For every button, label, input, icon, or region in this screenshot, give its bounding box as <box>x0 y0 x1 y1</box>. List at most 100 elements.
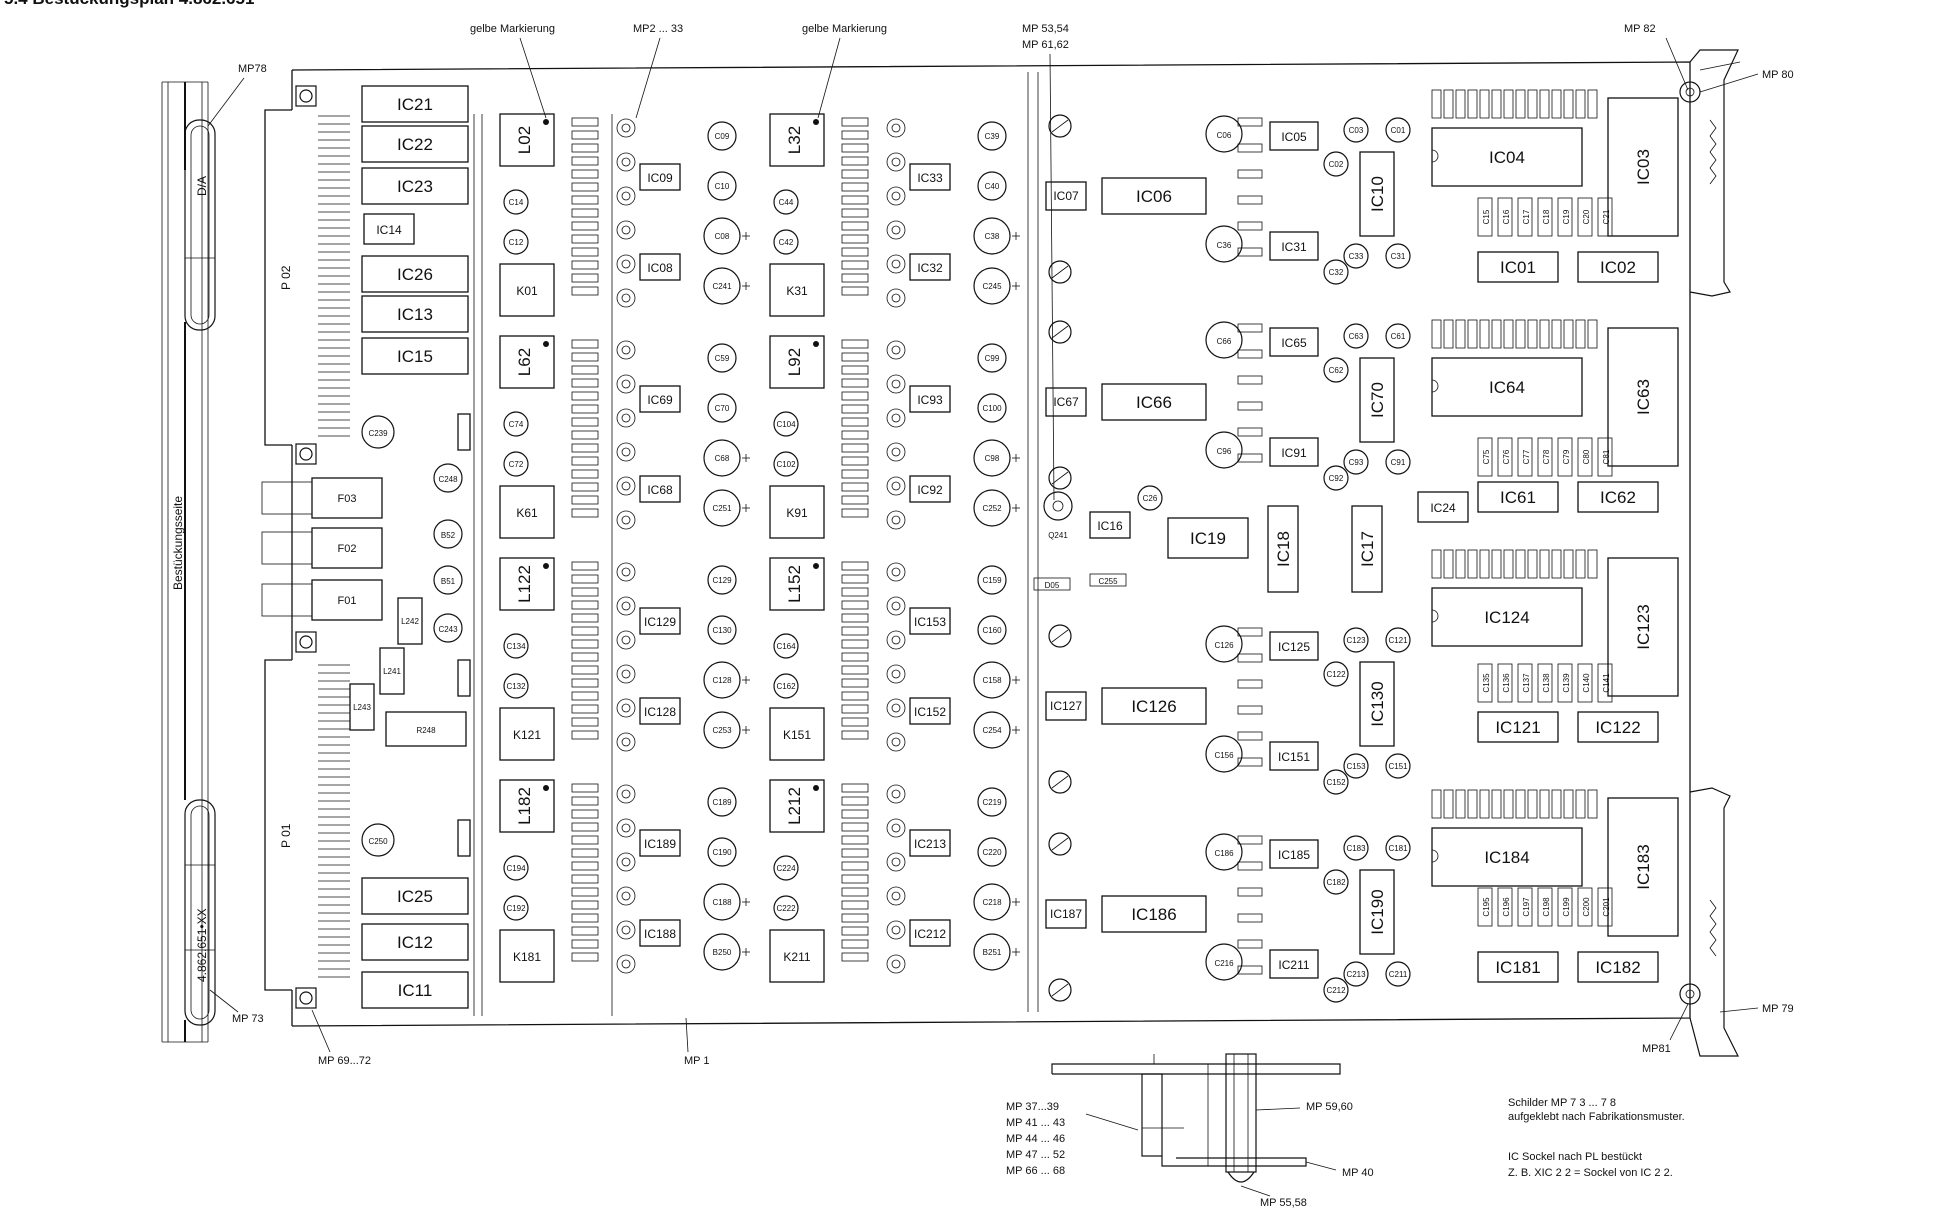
cap-row <box>1431 789 1598 819</box>
cap-C245: C245 <box>973 267 1020 305</box>
svg-text:C66: C66 <box>1217 337 1232 346</box>
ic-IC12: IC12 <box>361 923 469 961</box>
svg-text:IC24: IC24 <box>1430 501 1456 515</box>
cap-C196: C196 <box>1497 887 1513 927</box>
note-schilder-1: Schilder MP 7 3 ... 7 8 <box>1508 1097 1616 1109</box>
trimmer-group <box>1048 624 1072 794</box>
cap-C63: C63 <box>1343 323 1369 349</box>
svg-text:IC26: IC26 <box>397 265 433 284</box>
ic-IC70: IC70 <box>1359 357 1395 443</box>
svg-text:IC10: IC10 <box>1368 176 1387 212</box>
svg-text:IC92: IC92 <box>917 483 943 497</box>
label-mp66: MP 66 ... 68 <box>1006 1165 1065 1177</box>
cap-C158: C158 <box>973 661 1020 699</box>
svg-text:C245: C245 <box>982 282 1002 291</box>
cap-C121: C121 <box>1385 627 1411 653</box>
cap-C195: C195 <box>1477 887 1493 927</box>
svg-text:C74: C74 <box>509 420 524 429</box>
svg-text:C77: C77 <box>1522 449 1531 464</box>
ic-IC91: IC91 <box>1269 437 1319 467</box>
svg-text:C212: C212 <box>1326 986 1346 995</box>
ic-IC24: IC24 <box>1417 491 1469 523</box>
cap-C216: C216 <box>1205 943 1243 981</box>
ic-IC02: IC02 <box>1577 251 1659 283</box>
svg-text:C08: C08 <box>715 232 730 241</box>
svg-text:C03: C03 <box>1349 126 1364 135</box>
cap-C03: C03 <box>1343 117 1369 143</box>
svg-text:C20: C20 <box>1582 209 1591 224</box>
ic-IC21: IC21 <box>361 85 469 123</box>
svg-text:C21: C21 <box>1602 209 1611 224</box>
label-gelbe-right: gelbe Markierung <box>802 23 887 35</box>
inductor-L243: L243 <box>349 683 375 731</box>
svg-text:IC181: IC181 <box>1495 958 1540 977</box>
cap-C10: C10 <box>707 171 737 201</box>
svg-text:IC05: IC05 <box>1281 130 1307 144</box>
svg-text:C241: C241 <box>712 282 732 291</box>
cap-C01: C01 <box>1385 117 1411 143</box>
resistor-array <box>841 117 869 296</box>
transistor-group <box>616 562 636 752</box>
svg-text:IC212: IC212 <box>914 927 946 941</box>
svg-text:C199: C199 <box>1562 897 1571 917</box>
cap-C248: C248 <box>433 463 463 493</box>
ic-IC243 <box>457 819 471 857</box>
ic-IC69: IC69 <box>639 385 681 413</box>
svg-text:R248: R248 <box>416 726 436 735</box>
svg-text:C239: C239 <box>368 429 388 438</box>
label-mp44: MP 44 ... 46 <box>1006 1133 1065 1145</box>
svg-text:C92: C92 <box>1329 474 1344 483</box>
svg-text:C122: C122 <box>1326 670 1346 679</box>
transistor-group <box>886 118 906 308</box>
svg-text:IC126: IC126 <box>1131 697 1176 716</box>
relay-K91: K91 <box>769 485 825 539</box>
svg-text:C01: C01 <box>1391 126 1406 135</box>
ic-IC65: IC65 <box>1269 327 1319 357</box>
transistor-group <box>886 340 906 530</box>
svg-text:C17: C17 <box>1522 209 1531 224</box>
ic-IC129: IC129 <box>639 607 681 635</box>
svg-text:K181: K181 <box>513 950 541 964</box>
svg-text:IC125: IC125 <box>1278 640 1310 654</box>
cap-C183: C183 <box>1343 835 1369 861</box>
relay-K61: K61 <box>499 485 555 539</box>
cap-C70: C70 <box>707 393 737 423</box>
svg-text:C243: C243 <box>438 625 458 634</box>
cap-C255: C255 <box>1089 573 1127 587</box>
svg-text:L32: L32 <box>785 126 804 154</box>
svg-text:IC64: IC64 <box>1489 378 1525 397</box>
edge-connector-top <box>318 115 350 437</box>
cap-C102: C102 <box>773 451 799 477</box>
svg-text:C137: C137 <box>1522 673 1531 693</box>
label-mp78: MP78 <box>238 63 267 75</box>
cap-C68: C68 <box>703 439 750 477</box>
label-mp79: MP 79 <box>1762 1003 1794 1015</box>
resistor-array <box>1237 627 1263 767</box>
svg-text:C33: C33 <box>1349 252 1364 261</box>
label-mp80: MP 80 <box>1762 69 1794 81</box>
cap-C92: C92 <box>1323 465 1349 491</box>
svg-text:IC23: IC23 <box>397 177 433 196</box>
svg-text:IC07: IC07 <box>1053 189 1079 203</box>
svg-text:K211: K211 <box>783 950 810 964</box>
label-mp41: MP 41 ... 43 <box>1006 1117 1065 1129</box>
svg-text:IC188: IC188 <box>644 927 676 941</box>
ic-IC186: IC186 <box>1101 895 1207 933</box>
label-mp1: MP 1 <box>684 1055 709 1067</box>
svg-text:C38: C38 <box>985 232 1000 241</box>
svg-text:C194: C194 <box>506 864 526 873</box>
svg-text:IC93: IC93 <box>917 393 943 407</box>
svg-text:B52: B52 <box>441 531 456 540</box>
ic-IC189: IC189 <box>639 829 681 857</box>
svg-text:C72: C72 <box>509 460 524 469</box>
fuse-F01: F01 <box>261 579 383 621</box>
cap-C77: C77 <box>1517 437 1533 477</box>
ic-IC93: IC93 <box>909 385 951 413</box>
svg-text:C255: C255 <box>1098 577 1118 586</box>
pcb-outline <box>264 61 1691 1027</box>
channel-L152: L152K151C164C162IC153IC152C159C160C158C2… <box>769 557 1020 761</box>
